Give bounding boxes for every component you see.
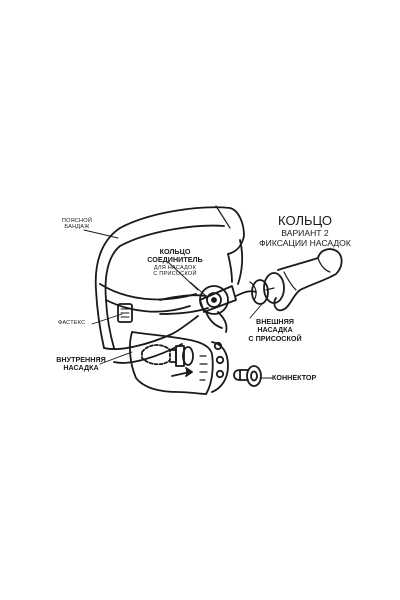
inner-plug-icon (141, 344, 194, 367)
arrow-icon (171, 367, 193, 377)
title-block: КОЛЬЦО ВАРИАНТ 2 ФИКСАЦИИ НАСАДОК (246, 213, 364, 249)
outer-attachment-label-line-1: ВНЕШНЯЯ (256, 317, 294, 326)
front-pad-icon (129, 331, 229, 395)
fastex-label: ФАСТЕКС (58, 320, 86, 326)
ring-connector-icon (159, 285, 257, 333)
fastex-buckle-icon (117, 303, 133, 323)
waist-band-label-line-2: БАНДАЖ (64, 224, 90, 231)
leader-lines (83, 229, 273, 379)
outer-attachment-label: ВНЕШНЯЯ НАСАДКА С ПРИСОСКОЙ (240, 317, 310, 343)
inner-attachment-label: ВНУТРЕННЯЯ НАСАДКА (52, 355, 110, 373)
dildo-icon (249, 248, 343, 312)
inner-attachment-label-line-1: ВНУТРЕННЯЯ (56, 355, 106, 364)
ring-note-line-1: ДЛЯ НАСАДОК (153, 264, 197, 271)
ring-connector-label-line-1: КОЛЬЦО (159, 247, 191, 256)
connector-label: КОННЕКТОР (272, 373, 317, 382)
waist-band-label-line-1: ПОЯСНОЙ (61, 218, 93, 224)
outer-attachment-label-line-2: НАСАДКА (257, 325, 293, 335)
connector-plug-icon (233, 365, 262, 387)
title-line-2: ВАРИАНТ 2 (281, 227, 329, 238)
outer-attachment-label-line-3: С ПРИСОСКОЙ (248, 333, 302, 343)
title-line-1: КОЛЬЦО (278, 213, 332, 228)
waist-band-icon (94, 205, 245, 349)
ring-note-line-2: С ПРИСОСКОЙ (153, 270, 197, 277)
ring-connector-label-line-2: СОЕДИНИТЕЛЬ (147, 255, 203, 265)
waist-band-label: ПОЯСНОЙ БАНДАЖ (50, 218, 104, 231)
inner-attachment-label-line-2: НАСАДКА (63, 363, 99, 373)
title-line-3: ФИКСАЦИИ НАСАДОК (259, 237, 351, 248)
ring-connector-label: КОЛЬЦО СОЕДИНИТЕЛЬ ДЛЯ НАСАДОК С ПРИСОСК… (140, 247, 210, 277)
